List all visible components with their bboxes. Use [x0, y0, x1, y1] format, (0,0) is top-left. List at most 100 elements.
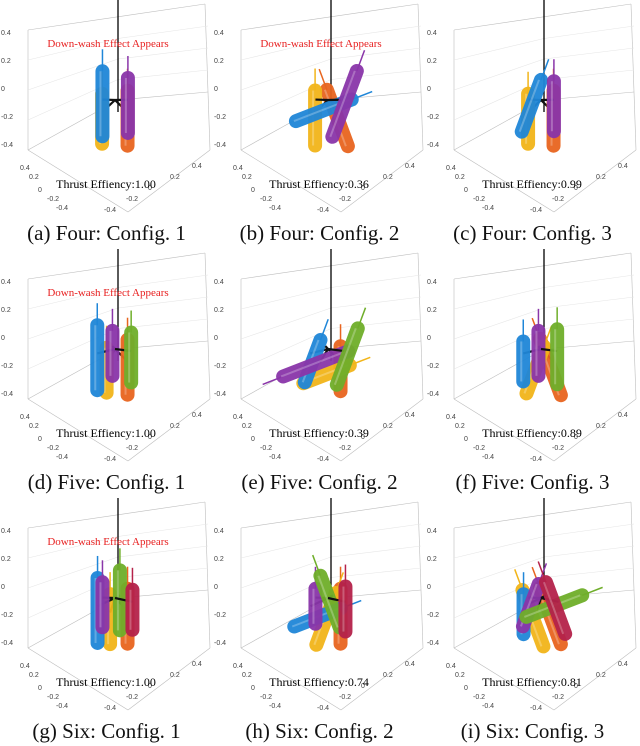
x-tick-label: -0.4	[269, 703, 281, 710]
x-tick-label: 0	[251, 436, 255, 443]
rotor-highlight	[317, 575, 339, 628]
downwash-label: Down-wash Effect Appears	[47, 287, 168, 299]
z-tick-label: -0.4	[427, 640, 439, 647]
thrust-efficiency-label: Thrust Effiency:0.74	[269, 675, 369, 689]
z-tick-label: -0.4	[1, 391, 13, 398]
rotor-cylinder	[325, 63, 364, 144]
x-tick-label: -0.2	[260, 196, 272, 203]
y-tick-label: -0.2	[552, 196, 564, 203]
y-tick-label: 0	[361, 683, 365, 690]
z-tick-label: -0.4	[214, 391, 226, 398]
x-tick-label: 0.4	[446, 414, 456, 421]
plot-3d: 0.40.20-0.2-0.40.40.20-0.2-0.40.40.20-0.…	[1, 249, 211, 463]
thrust-efficiency-label: Thrust Effiency:1.00	[56, 177, 156, 191]
rotor-cylinder	[329, 321, 365, 392]
y-tick-label: 0.2	[170, 672, 180, 679]
x-tick-label: -0.4	[482, 454, 494, 461]
y-tick-label: -0.4	[530, 705, 542, 712]
y-tick-label: 0.4	[618, 163, 628, 170]
y-tick-label: -0.4	[317, 705, 329, 712]
x-tick-label: 0.4	[20, 663, 30, 670]
y-tick-label: -0.2	[339, 694, 351, 701]
z-tick-label: 0.2	[1, 58, 11, 65]
x-tick-label: -0.2	[260, 445, 272, 452]
y-tick-label: -0.2	[126, 694, 138, 701]
z-tick-label: -0.2	[214, 612, 226, 619]
z-tick-label: 0.2	[1, 556, 11, 563]
thrust-efficiency-label: Thrust Effiency:1.00	[56, 675, 156, 689]
thrust-efficiency-label: Thrust Effiency:0.36	[269, 177, 369, 191]
y-tick-label: 0	[148, 434, 152, 441]
panel-caption: (b) Four: Config. 2	[239, 221, 400, 245]
z-tick-label: 0.4	[214, 30, 224, 37]
rotor-highlight	[543, 581, 565, 635]
y-tick-label: 0.4	[618, 661, 628, 668]
thrust-efficiency-label: Thrust Effiency:0.81	[482, 675, 582, 689]
z-tick-label: 0.4	[1, 528, 11, 535]
x-tick-label: 0	[464, 187, 468, 194]
x-tick-label: -0.4	[56, 454, 68, 461]
x-tick-label: 0.2	[29, 423, 39, 430]
y-tick-label: -0.2	[126, 196, 138, 203]
panel-caption: (e) Five: Config. 2	[241, 470, 398, 494]
x-tick-label: 0.4	[446, 663, 456, 670]
x-tick-label: -0.2	[47, 196, 59, 203]
rotor	[327, 307, 367, 392]
y-tick-label: -0.4	[317, 456, 329, 463]
rotor-highlight	[329, 70, 356, 138]
z-tick-label: -0.4	[427, 142, 439, 149]
panel-caption: (d) Five: Config. 1	[27, 470, 186, 494]
rotor	[516, 319, 542, 389]
axis-box	[453, 501, 637, 711]
rotor	[537, 561, 573, 641]
rotor	[114, 310, 139, 390]
y-tick-label: 0	[574, 185, 578, 192]
x-tick-label: 0.2	[29, 672, 39, 679]
z-tick-label: 0	[214, 335, 218, 342]
z-tick-label: 0	[214, 584, 218, 591]
y-tick-label: 0	[361, 434, 365, 441]
z-tick-label: -0.2	[427, 363, 439, 370]
z-tick-label: -0.4	[1, 142, 13, 149]
plot-3d: 0.40.20-0.2-0.40.40.20-0.2-0.40.40.20-0.…	[1, 498, 211, 712]
z-tick-label: 0.4	[427, 30, 437, 37]
x-tick-label: 0.2	[242, 174, 252, 181]
y-tick-label: 0	[574, 683, 578, 690]
downwash-label: Down-wash Effect Appears	[47, 536, 168, 548]
z-tick-label: 0	[1, 584, 5, 591]
rotor-cylinder	[514, 72, 548, 139]
z-tick-label: 0.2	[427, 58, 437, 65]
panel-caption: (i) Six: Config. 3	[460, 719, 605, 743]
y-tick-label: 0.4	[192, 163, 202, 170]
rotor-cylinder	[538, 575, 573, 641]
x-tick-label: 0	[251, 685, 255, 692]
z-tick-label: 0.2	[214, 556, 224, 563]
z-tick-label: -0.2	[427, 612, 439, 619]
x-tick-label: -0.4	[482, 703, 494, 710]
x-tick-label: 0	[464, 685, 468, 692]
y-tick-label: 0.2	[383, 174, 393, 181]
y-tick-label: 0.4	[192, 412, 202, 419]
y-tick-label: -0.4	[104, 705, 116, 712]
y-tick-label: 0.4	[405, 412, 415, 419]
x-tick-label: 0.4	[233, 663, 243, 670]
y-tick-label: 0.2	[596, 672, 606, 679]
y-tick-label: -0.4	[104, 456, 116, 463]
z-tick-label: -0.4	[214, 640, 226, 647]
y-tick-label: 0	[148, 683, 152, 690]
z-tick-label: 0	[1, 335, 5, 342]
x-tick-label: 0	[38, 187, 42, 194]
y-tick-label: -0.4	[530, 207, 542, 214]
x-tick-label: 0.4	[20, 165, 30, 172]
downwash-label: Down-wash Effect Appears	[47, 38, 168, 50]
y-tick-label: -0.2	[552, 445, 564, 452]
x-tick-label: 0.4	[233, 165, 243, 172]
panel-caption: (h) Six: Config. 2	[245, 719, 394, 743]
x-tick-label: -0.4	[269, 205, 281, 212]
